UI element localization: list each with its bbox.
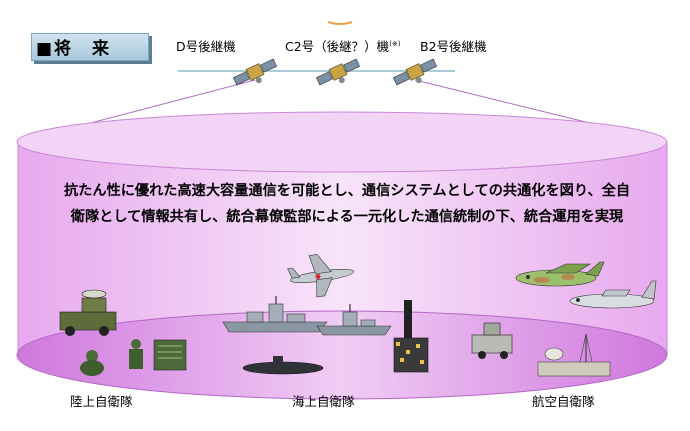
- mobile-radar-vehicle-icon: [471, 322, 513, 359]
- satellite-icon: [392, 58, 438, 86]
- section-title: ■将 来: [36, 39, 112, 59]
- cargo-aircraft-icon: [569, 280, 657, 309]
- mission-statement-line-2: 衛隊として情報共有し、統合幕僚監部による一元化した通信統制の下、統合運用を実現: [70, 209, 624, 225]
- escort-ship-icon: [316, 304, 392, 336]
- communication-tower-icon: [393, 300, 429, 373]
- satellite-icon: [232, 58, 278, 86]
- patrol-aircraft-icon: [287, 254, 354, 298]
- destroyer-icon: [222, 296, 328, 333]
- coverage-cylinder-base: [16, 310, 668, 400]
- satellite-label-c2-text: C2号（後継？）機: [285, 39, 390, 54]
- mission-statement-line-1: 抗たん性に優れた高速大容量通信を可能とし、通信システムとしての共通化を図り、全自: [63, 183, 631, 199]
- satellite-label-c2: C2号（後継？）機(※): [285, 36, 401, 55]
- transport-aircraft-icon: [515, 261, 605, 287]
- submarine-icon: [242, 356, 324, 375]
- ground-station-icon: [537, 333, 611, 377]
- satellite-icon: [315, 58, 361, 86]
- communications-equipment-icon: [153, 339, 187, 371]
- force-label-gsdf: 陸上自衛隊: [70, 394, 133, 409]
- satellite-label-d: D号後継機: [176, 39, 236, 54]
- radar-vehicle-icon: [59, 289, 117, 336]
- force-label-asdf: 航空自衛隊: [532, 394, 595, 409]
- coverage-cylinder-top: [16, 111, 668, 173]
- satellite-label-c2-note: (※): [389, 39, 401, 48]
- header-panel: [31, 33, 149, 61]
- satellite-label-b2: B2号後継機: [420, 39, 487, 54]
- soldier-icon: [129, 339, 143, 369]
- top-accent-mark: [327, 21, 353, 25]
- soldier-icon: [80, 350, 104, 376]
- force-label-msdf: 海上自衛隊: [292, 394, 355, 409]
